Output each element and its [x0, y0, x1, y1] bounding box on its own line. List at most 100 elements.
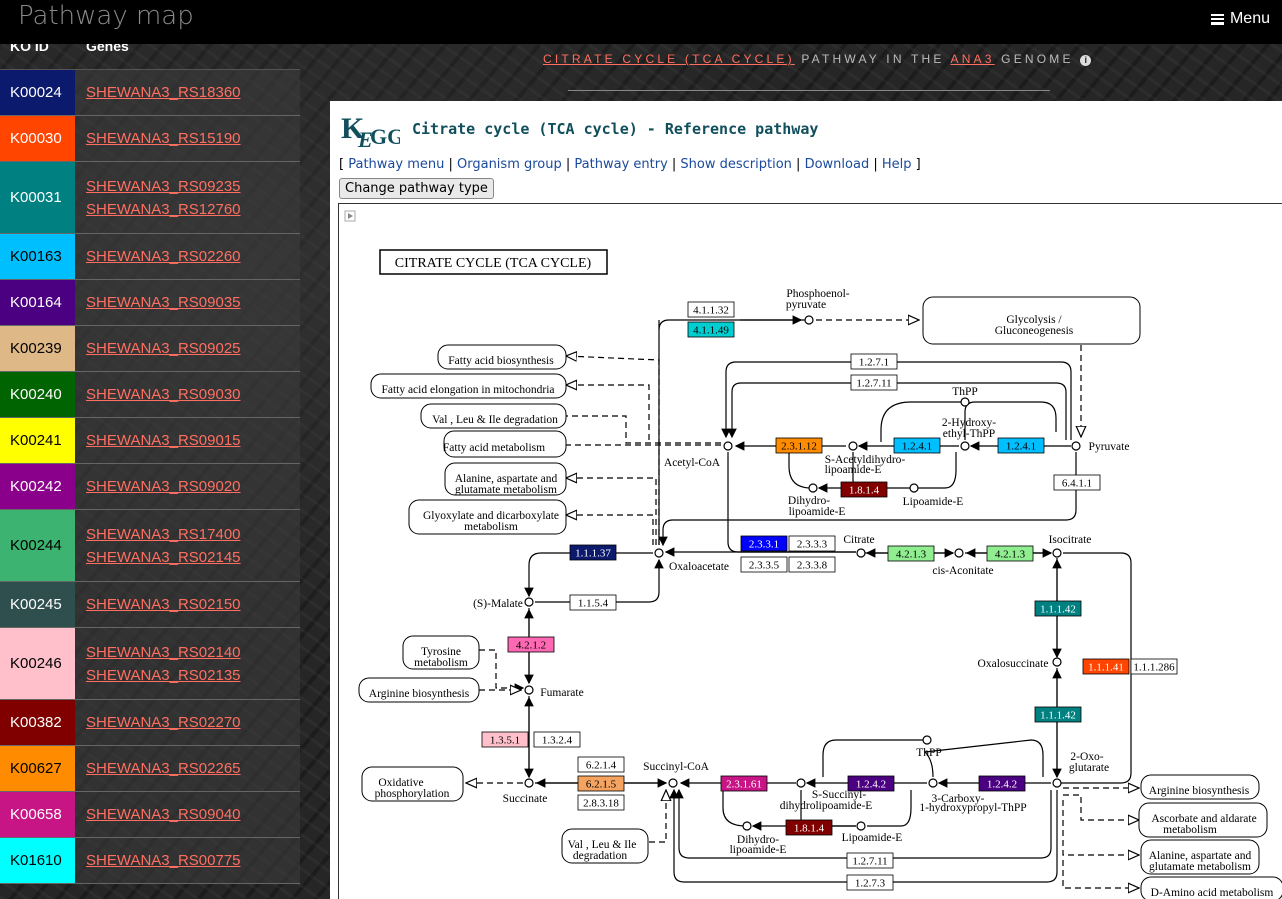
gene-link[interactable]: SHEWANA3_RS02145: [86, 548, 241, 566]
enzyme-box[interactable]: 6.2.1.4: [577, 756, 625, 773]
enzyme-box[interactable]: 1.1.1.37: [569, 544, 617, 561]
compound-node[interactable]: [954, 548, 964, 558]
kegg-logo[interactable]: K E GG: [340, 111, 400, 151]
gene-link[interactable]: SHEWANA3_RS02150: [86, 596, 241, 613]
enzyme-box[interactable]: 2.3.1.61: [720, 775, 768, 792]
menu-button[interactable]: Menu: [1210, 10, 1270, 28]
compound-node[interactable]: [524, 685, 534, 695]
enzyme-box[interactable]: 1.2.7.3: [846, 874, 894, 891]
enzyme-box[interactable]: 1.2.4.2: [978, 775, 1026, 792]
enzyme-box[interactable]: 1.1.1.42: [1034, 600, 1082, 617]
enzyme-box[interactable]: 2.3.3.8: [788, 556, 836, 573]
gene-link[interactable]: SHEWANA3_RS02270: [86, 714, 241, 731]
gene-link[interactable]: SHEWANA3_RS02260: [86, 248, 241, 265]
enzyme-box[interactable]: 4.1.1.49: [687, 321, 735, 338]
pathway-link-box[interactable]: Fatty acid elongation in mitochondria: [370, 373, 567, 399]
enzyme-box[interactable]: 1.2.7.11: [846, 852, 894, 869]
compound-node[interactable]: [654, 548, 664, 558]
enzyme-box[interactable]: 6.2.1.5: [577, 775, 625, 792]
enzyme-box[interactable]: 4.1.1.32: [687, 301, 735, 318]
compound-node[interactable]: [960, 441, 970, 451]
kegg-link-help[interactable]: Help: [881, 157, 912, 172]
enzyme-box[interactable]: 2.3.1.12: [775, 437, 823, 454]
enzyme-box[interactable]: 1.2.4.2: [847, 775, 895, 792]
enzyme-box[interactable]: 4.2.1.3: [887, 545, 935, 562]
kegg-link-download[interactable]: Download: [804, 157, 870, 172]
enzyme-box[interactable]: 1.8.1.4: [840, 481, 888, 498]
pathway-link-box[interactable]: Fatty acid biosynthesis: [437, 344, 567, 370]
compound-node[interactable]: [909, 483, 919, 493]
compound-node[interactable]: [856, 821, 866, 831]
gene-link[interactable]: SHEWANA3_RS02265: [86, 760, 241, 777]
gene-link[interactable]: SHEWANA3_RS02135: [86, 666, 241, 684]
gene-link[interactable]: SHEWANA3_RS09015: [86, 432, 241, 449]
gene-link[interactable]: SHEWANA3_RS09020: [86, 478, 241, 495]
enzyme-box[interactable]: 1.3.5.1: [481, 731, 529, 748]
enzyme-box[interactable]: 6.4.1.1: [1053, 474, 1101, 491]
enzyme-box[interactable]: 1.2.7.11: [850, 374, 898, 391]
gene-link[interactable]: SHEWANA3_RS09030: [86, 386, 241, 403]
info-icon[interactable]: i: [1080, 55, 1092, 66]
enzyme-box[interactable]: 1.1.1.42: [1034, 706, 1082, 723]
pathway-link-box[interactable]: Val , Leu & Ile degradation: [420, 403, 567, 429]
compound-node[interactable]: [524, 778, 534, 788]
compound-node[interactable]: [524, 597, 534, 607]
enzyme-box[interactable]: 4.2.1.2: [507, 636, 555, 653]
gene-link[interactable]: SHEWANA3_RS15190: [86, 130, 241, 147]
kegg-link-show-description[interactable]: Show description: [680, 157, 792, 172]
pathway-link-box[interactable]: Fatty acid metabolism: [443, 430, 567, 458]
gene-link[interactable]: SHEWANA3_RS17400: [86, 525, 241, 543]
gene-link[interactable]: SHEWANA3_RS09235: [86, 177, 241, 195]
compound-node[interactable]: [808, 483, 818, 493]
compound-node[interactable]: [742, 821, 752, 831]
compound-node[interactable]: [960, 397, 970, 407]
compound-node[interactable]: [1052, 778, 1062, 788]
compound-node[interactable]: [804, 315, 814, 325]
compound-node[interactable]: [668, 778, 678, 788]
enzyme-box[interactable]: 2.3.3.3: [788, 535, 836, 552]
pathway-link-box[interactable]: Arginine biosynthesis: [358, 677, 480, 703]
enzyme-box[interactable]: 2.8.3.18: [577, 794, 625, 811]
gene-link[interactable]: SHEWANA3_RS09035: [86, 294, 241, 311]
gene-link[interactable]: SHEWANA3_RS00775: [86, 852, 241, 869]
kegg-link-pathway-menu[interactable]: Pathway menu: [348, 157, 445, 172]
genome-link[interactable]: ANA3: [950, 52, 995, 66]
pathway-link-box[interactable]: Glycolysis /Gluconeogenesis: [922, 296, 1141, 345]
gene-link[interactable]: SHEWANA3_RS02140: [86, 643, 241, 661]
gene-link[interactable]: SHEWANA3_RS09025: [86, 340, 241, 357]
compound-node[interactable]: [796, 778, 806, 788]
compound-node[interactable]: [1052, 548, 1062, 558]
enzyme-box[interactable]: 1.1.1.41: [1082, 658, 1130, 675]
enzyme-box[interactable]: 1.2.4.1: [893, 437, 941, 454]
enzyme-box[interactable]: 1.1.5.4: [569, 594, 617, 611]
enzyme-box[interactable]: 1.2.4.1: [997, 437, 1045, 454]
pathway-link-box[interactable]: D-Amino acid metabolism: [1140, 876, 1282, 899]
compound-node[interactable]: [723, 441, 733, 451]
compound-node[interactable]: [928, 778, 938, 788]
enzyme-box[interactable]: 2.3.3.5: [740, 556, 788, 573]
kegg-link-pathway-entry[interactable]: Pathway entry: [574, 157, 668, 172]
gene-link[interactable]: SHEWANA3_RS12760: [86, 200, 241, 218]
compound-node[interactable]: [922, 735, 932, 745]
enzyme-box[interactable]: 1.1.1.286: [1130, 658, 1178, 675]
pathway-link[interactable]: CITRATE CYCLE (TCA CYCLE): [543, 52, 795, 66]
enzyme-box[interactable]: 1.2.7.1: [850, 353, 898, 370]
compound-node[interactable]: [848, 441, 858, 451]
change-pathway-type-button[interactable]: Change pathway type: [339, 178, 494, 199]
gene-link[interactable]: SHEWANA3_RS18360: [86, 84, 241, 101]
enzyme-box[interactable]: 4.2.1.3: [986, 545, 1034, 562]
kegg-link-organism-group[interactable]: Organism group: [457, 157, 562, 172]
gene-link[interactable]: SHEWANA3_RS09040: [86, 806, 241, 823]
compound-node[interactable]: [1052, 657, 1062, 667]
pathway-link-box[interactable]: Arginine biosynthesis: [1140, 774, 1260, 800]
compound-node[interactable]: [856, 548, 866, 558]
enzyme-box[interactable]: 1.8.1.4: [785, 819, 833, 836]
compound-node[interactable]: [1071, 441, 1081, 451]
